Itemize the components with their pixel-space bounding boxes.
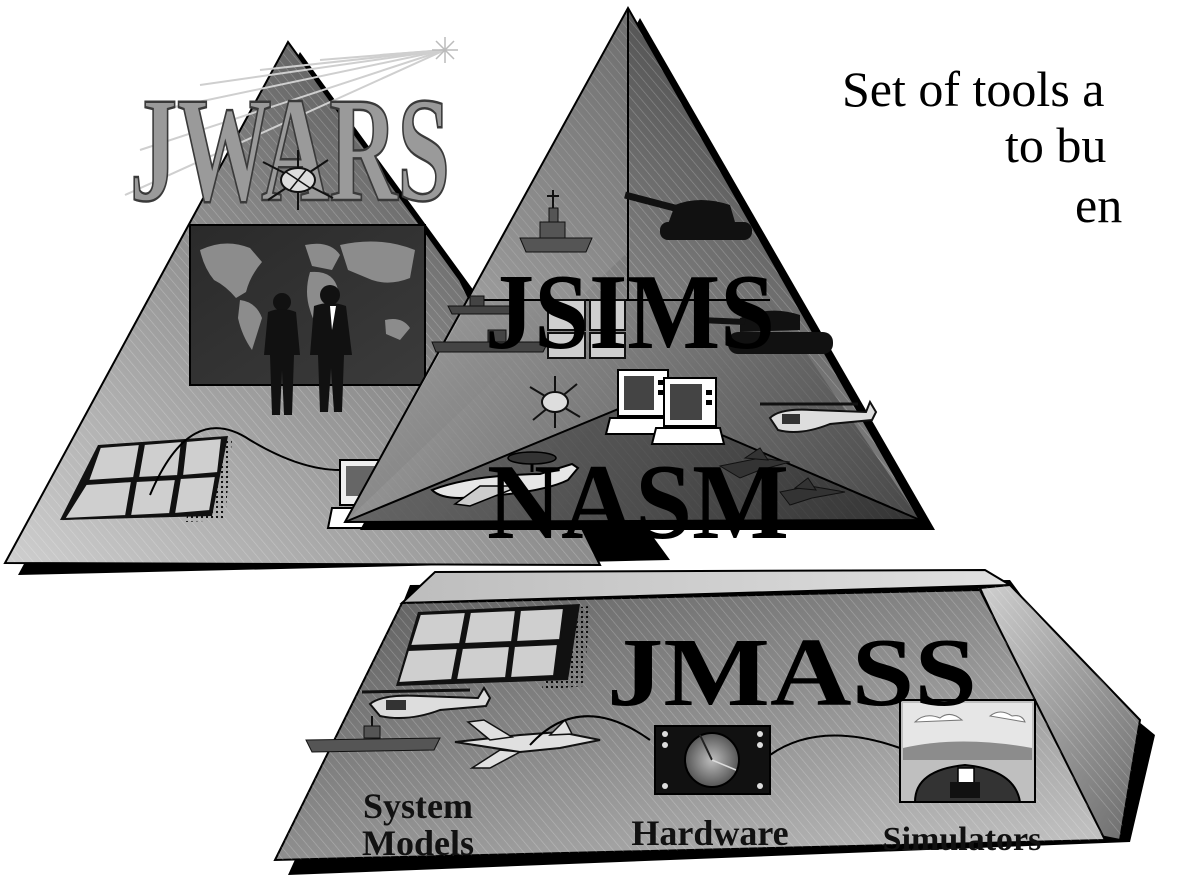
grid-icon xyxy=(60,436,232,522)
intro-line-2: to bu xyxy=(1005,117,1107,173)
jwars-logo: JWARS xyxy=(124,37,458,234)
nasm-title: NASM xyxy=(487,443,789,562)
jwars-title: JWARS xyxy=(130,67,450,233)
grid-icon xyxy=(396,604,590,690)
jmass-title: JMASS xyxy=(607,619,977,727)
tank-icon xyxy=(699,310,833,354)
network-link xyxy=(529,715,651,746)
awacs-icon xyxy=(430,451,580,507)
simulators-label: Simulators xyxy=(883,821,1042,858)
intro-line-3: en xyxy=(1075,177,1123,233)
hardware-label: Hardware xyxy=(631,813,788,853)
carrier-icon xyxy=(305,716,441,753)
cockpit-icon xyxy=(899,699,1036,803)
system-models-label-line1: System xyxy=(363,786,473,826)
computer-icon xyxy=(604,369,682,435)
jet-icon xyxy=(718,447,846,506)
sparkle-icon xyxy=(432,37,458,63)
jsims-title: JSIMS xyxy=(485,253,775,372)
radar-icon xyxy=(654,725,771,795)
intro-line-1: Set of tools a xyxy=(842,61,1105,117)
world-map-icon xyxy=(189,224,426,386)
jsims-pyramid xyxy=(343,5,935,530)
network-link xyxy=(149,427,341,496)
logo-rays xyxy=(124,49,446,196)
jet-icon xyxy=(454,718,601,769)
satellite-icon xyxy=(262,150,334,210)
helicopter-icon xyxy=(760,399,878,433)
grid-icon xyxy=(547,299,626,359)
satellite-icon xyxy=(529,376,581,428)
carrier-icon xyxy=(431,295,549,353)
platform-top xyxy=(399,568,1014,605)
people-icon xyxy=(264,285,352,415)
artillery-icon xyxy=(624,191,752,240)
helicopter-icon xyxy=(361,686,492,719)
system-models-label-line2: Models xyxy=(362,823,474,863)
ship-icon xyxy=(519,190,593,253)
network-link xyxy=(769,734,901,756)
computer-icon xyxy=(650,377,726,445)
